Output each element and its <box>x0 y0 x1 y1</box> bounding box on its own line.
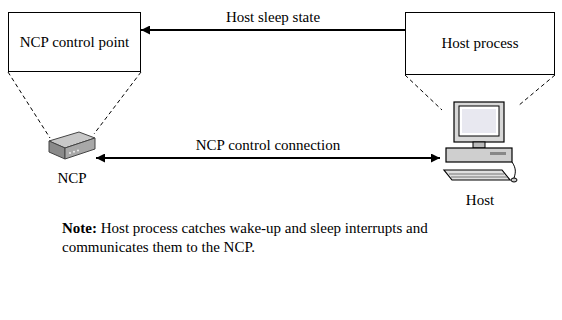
host-computer: Host <box>440 100 520 184</box>
note-text: Note: Host process catches wake-up and s… <box>62 219 482 257</box>
dashed-leader <box>8 72 50 138</box>
node-label: Host process <box>433 34 526 53</box>
host-computer-icon <box>440 100 520 184</box>
connector-arrow <box>141 29 405 31</box>
dashed-leader <box>405 75 442 110</box>
process-box: NCP control point <box>8 12 141 72</box>
edge-label: NCP control connection <box>194 137 342 154</box>
node-label: Host <box>466 192 494 209</box>
node-label: NCP <box>57 170 86 187</box>
ncp-device-icon <box>48 128 96 162</box>
edge-label: Host sleep state <box>224 9 322 26</box>
note-heading: Note: <box>62 220 97 236</box>
process-box: Host process <box>405 12 555 75</box>
dashed-leader <box>518 75 555 106</box>
note-body: Host process catches wake-up and sleep i… <box>62 220 428 255</box>
node-label: NCP control point <box>12 33 137 52</box>
ncp-device: NCP <box>48 128 96 162</box>
dashed-leader <box>94 72 141 134</box>
connector-arrow <box>96 157 440 159</box>
